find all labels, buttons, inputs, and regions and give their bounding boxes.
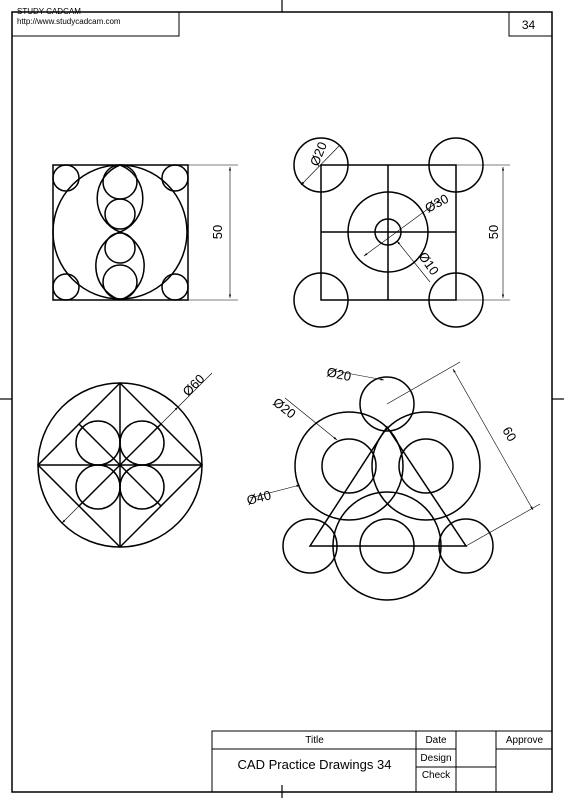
brand-url[interactable]: http://www.studycadcam.com: [17, 17, 121, 26]
fig3-outer-diameter-dim: Ø60: [180, 371, 208, 399]
page-number: 34: [521, 18, 536, 32]
header-boxes: [11, 11, 553, 37]
fig2-ring-diameter-dim: Ø30: [422, 191, 451, 216]
figure-1-square-circles: [52, 164, 189, 301]
design-label: Design: [420, 753, 452, 764]
figure-4-triangle-circles: [282, 376, 494, 601]
drawing-title: CAD Practice Drawings 34: [237, 757, 392, 772]
figure-2-dimension-lines: [300, 144, 510, 301]
fig1-height-dim: 50: [210, 225, 225, 239]
approve-label: Approve: [505, 735, 544, 746]
figure-4-dimension-lines: [249, 361, 541, 547]
figure-3-dimension-lines: [61, 372, 213, 524]
date-label: Date: [425, 735, 447, 746]
title-label: Title: [305, 735, 324, 746]
figure-1-dimension: [188, 164, 238, 301]
fig4-big-diameter-dim: Ø40: [245, 487, 272, 508]
fig2-height-dim: 50: [486, 225, 501, 239]
brand-label: STUDY CADCAM: [17, 7, 81, 16]
check-label: Check: [421, 770, 451, 781]
figure-2-square-circles: [293, 137, 484, 328]
fig4-side-dim: 60: [499, 424, 519, 444]
fig2-small-diameter-dim: Ø20: [307, 140, 330, 168]
fig4-mid-diameter-dim: Ø20: [270, 395, 299, 422]
fig2-center-diameter-dim: Ø10: [416, 249, 442, 278]
fig4-top-diameter-dim: Ø20: [325, 364, 352, 384]
title-block: [211, 730, 553, 793]
